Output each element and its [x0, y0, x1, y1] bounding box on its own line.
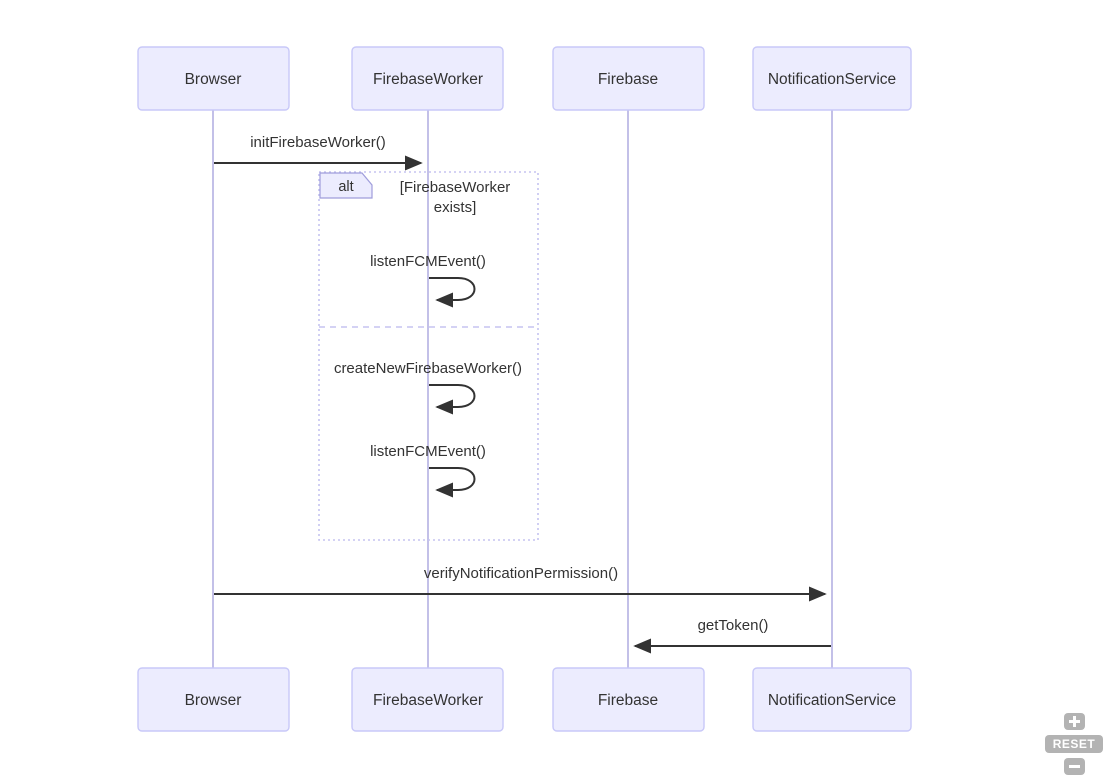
actor-rect-firebase-top[interactable] [552, 46, 705, 111]
zoom-reset-button[interactable]: RESET [1045, 735, 1103, 753]
actor-box-notificationservice-bottom[interactable]: NotificationService [752, 667, 912, 732]
alt-condition-line-1: [FirebaseWorker [400, 179, 511, 196]
message-label-listen-fcm-event-1: listenFCMEvent() [370, 253, 486, 270]
actor-label-firebaseworker-bottom: FirebaseWorker [373, 692, 483, 709]
actor-box-firebase-top[interactable]: Firebase [552, 46, 705, 111]
actor-rect-notificationservice-top[interactable] [752, 46, 912, 111]
alt-tag-shape [319, 172, 373, 199]
zoom-in-button[interactable] [1063, 713, 1085, 730]
message-selfloop-listen-fcm-event-1 [429, 277, 476, 308]
zoom-out-button[interactable] [1063, 758, 1085, 775]
actor-rect-browser-top[interactable] [137, 46, 290, 111]
actor-label-browser-top: Browser [185, 71, 242, 88]
message-init-firebase-worker: initFirebaseWorker() [214, 134, 423, 171]
message-selfloop-create-new-firebase-worker [429, 384, 476, 415]
actor-rect-notificationservice-bottom[interactable] [752, 667, 912, 732]
actor-box-firebase-bottom[interactable]: Firebase [552, 667, 705, 732]
message-get-token: getToken() [633, 617, 831, 654]
plus-icon [1068, 716, 1080, 727]
actor-box-browser-bottom[interactable]: Browser [137, 667, 290, 732]
actor-box-browser-top[interactable]: Browser [137, 46, 290, 111]
message-listen-fcm-event-2: listenFCMEvent() [370, 443, 486, 498]
actor-label-firebase-top: Firebase [598, 71, 658, 88]
message-label-create-new-firebase-worker: createNewFirebaseWorker() [334, 360, 522, 377]
message-listen-fcm-event-1: listenFCMEvent() [370, 253, 486, 308]
minus-icon [1068, 761, 1080, 772]
actor-box-firebaseworker-top[interactable]: FirebaseWorker [351, 46, 504, 111]
alt-fragment: alt [FirebaseWorker exists] [318, 171, 539, 541]
actor-box-firebaseworker-bottom[interactable]: FirebaseWorker [351, 667, 504, 732]
message-label-verify-notification-permission: verifyNotificationPermission() [424, 565, 618, 582]
message-label-get-token: getToken() [698, 617, 769, 634]
actor-label-firebase-bottom: Firebase [598, 692, 658, 709]
actor-label-browser-bottom: Browser [185, 692, 242, 709]
alt-fragment-border [318, 171, 539, 541]
actors-top: Browser FirebaseWorker Firebase Notifica… [137, 46, 912, 111]
message-label-listen-fcm-event-2: listenFCMEvent() [370, 443, 486, 460]
alt-condition-line-2: exists] [434, 199, 477, 216]
message-label-init-firebase-worker: initFirebaseWorker() [250, 134, 386, 151]
actor-box-notificationservice-top[interactable]: NotificationService [752, 46, 912, 111]
actor-label-firebaseworker-top: FirebaseWorker [373, 71, 483, 88]
actor-label-notificationservice-top: NotificationService [768, 71, 896, 88]
actor-rect-browser-bottom[interactable] [137, 667, 290, 732]
actor-rect-firebaseworker-bottom[interactable] [351, 667, 504, 732]
lifelines [212, 110, 833, 668]
message-selfloop-listen-fcm-event-2 [429, 467, 476, 498]
zoom-controls: RESET [1044, 713, 1104, 775]
actor-rect-firebaseworker-top[interactable] [351, 46, 504, 111]
message-create-new-firebase-worker: createNewFirebaseWorker() [334, 360, 522, 415]
actors-bottom: Browser FirebaseWorker Firebase Notifica… [137, 667, 912, 732]
actor-rect-firebase-bottom[interactable] [552, 667, 705, 732]
message-verify-notification-permission: verifyNotificationPermission() [214, 565, 827, 602]
actor-label-notificationservice-bottom: NotificationService [768, 692, 896, 709]
alt-tag-label: alt [338, 179, 353, 195]
